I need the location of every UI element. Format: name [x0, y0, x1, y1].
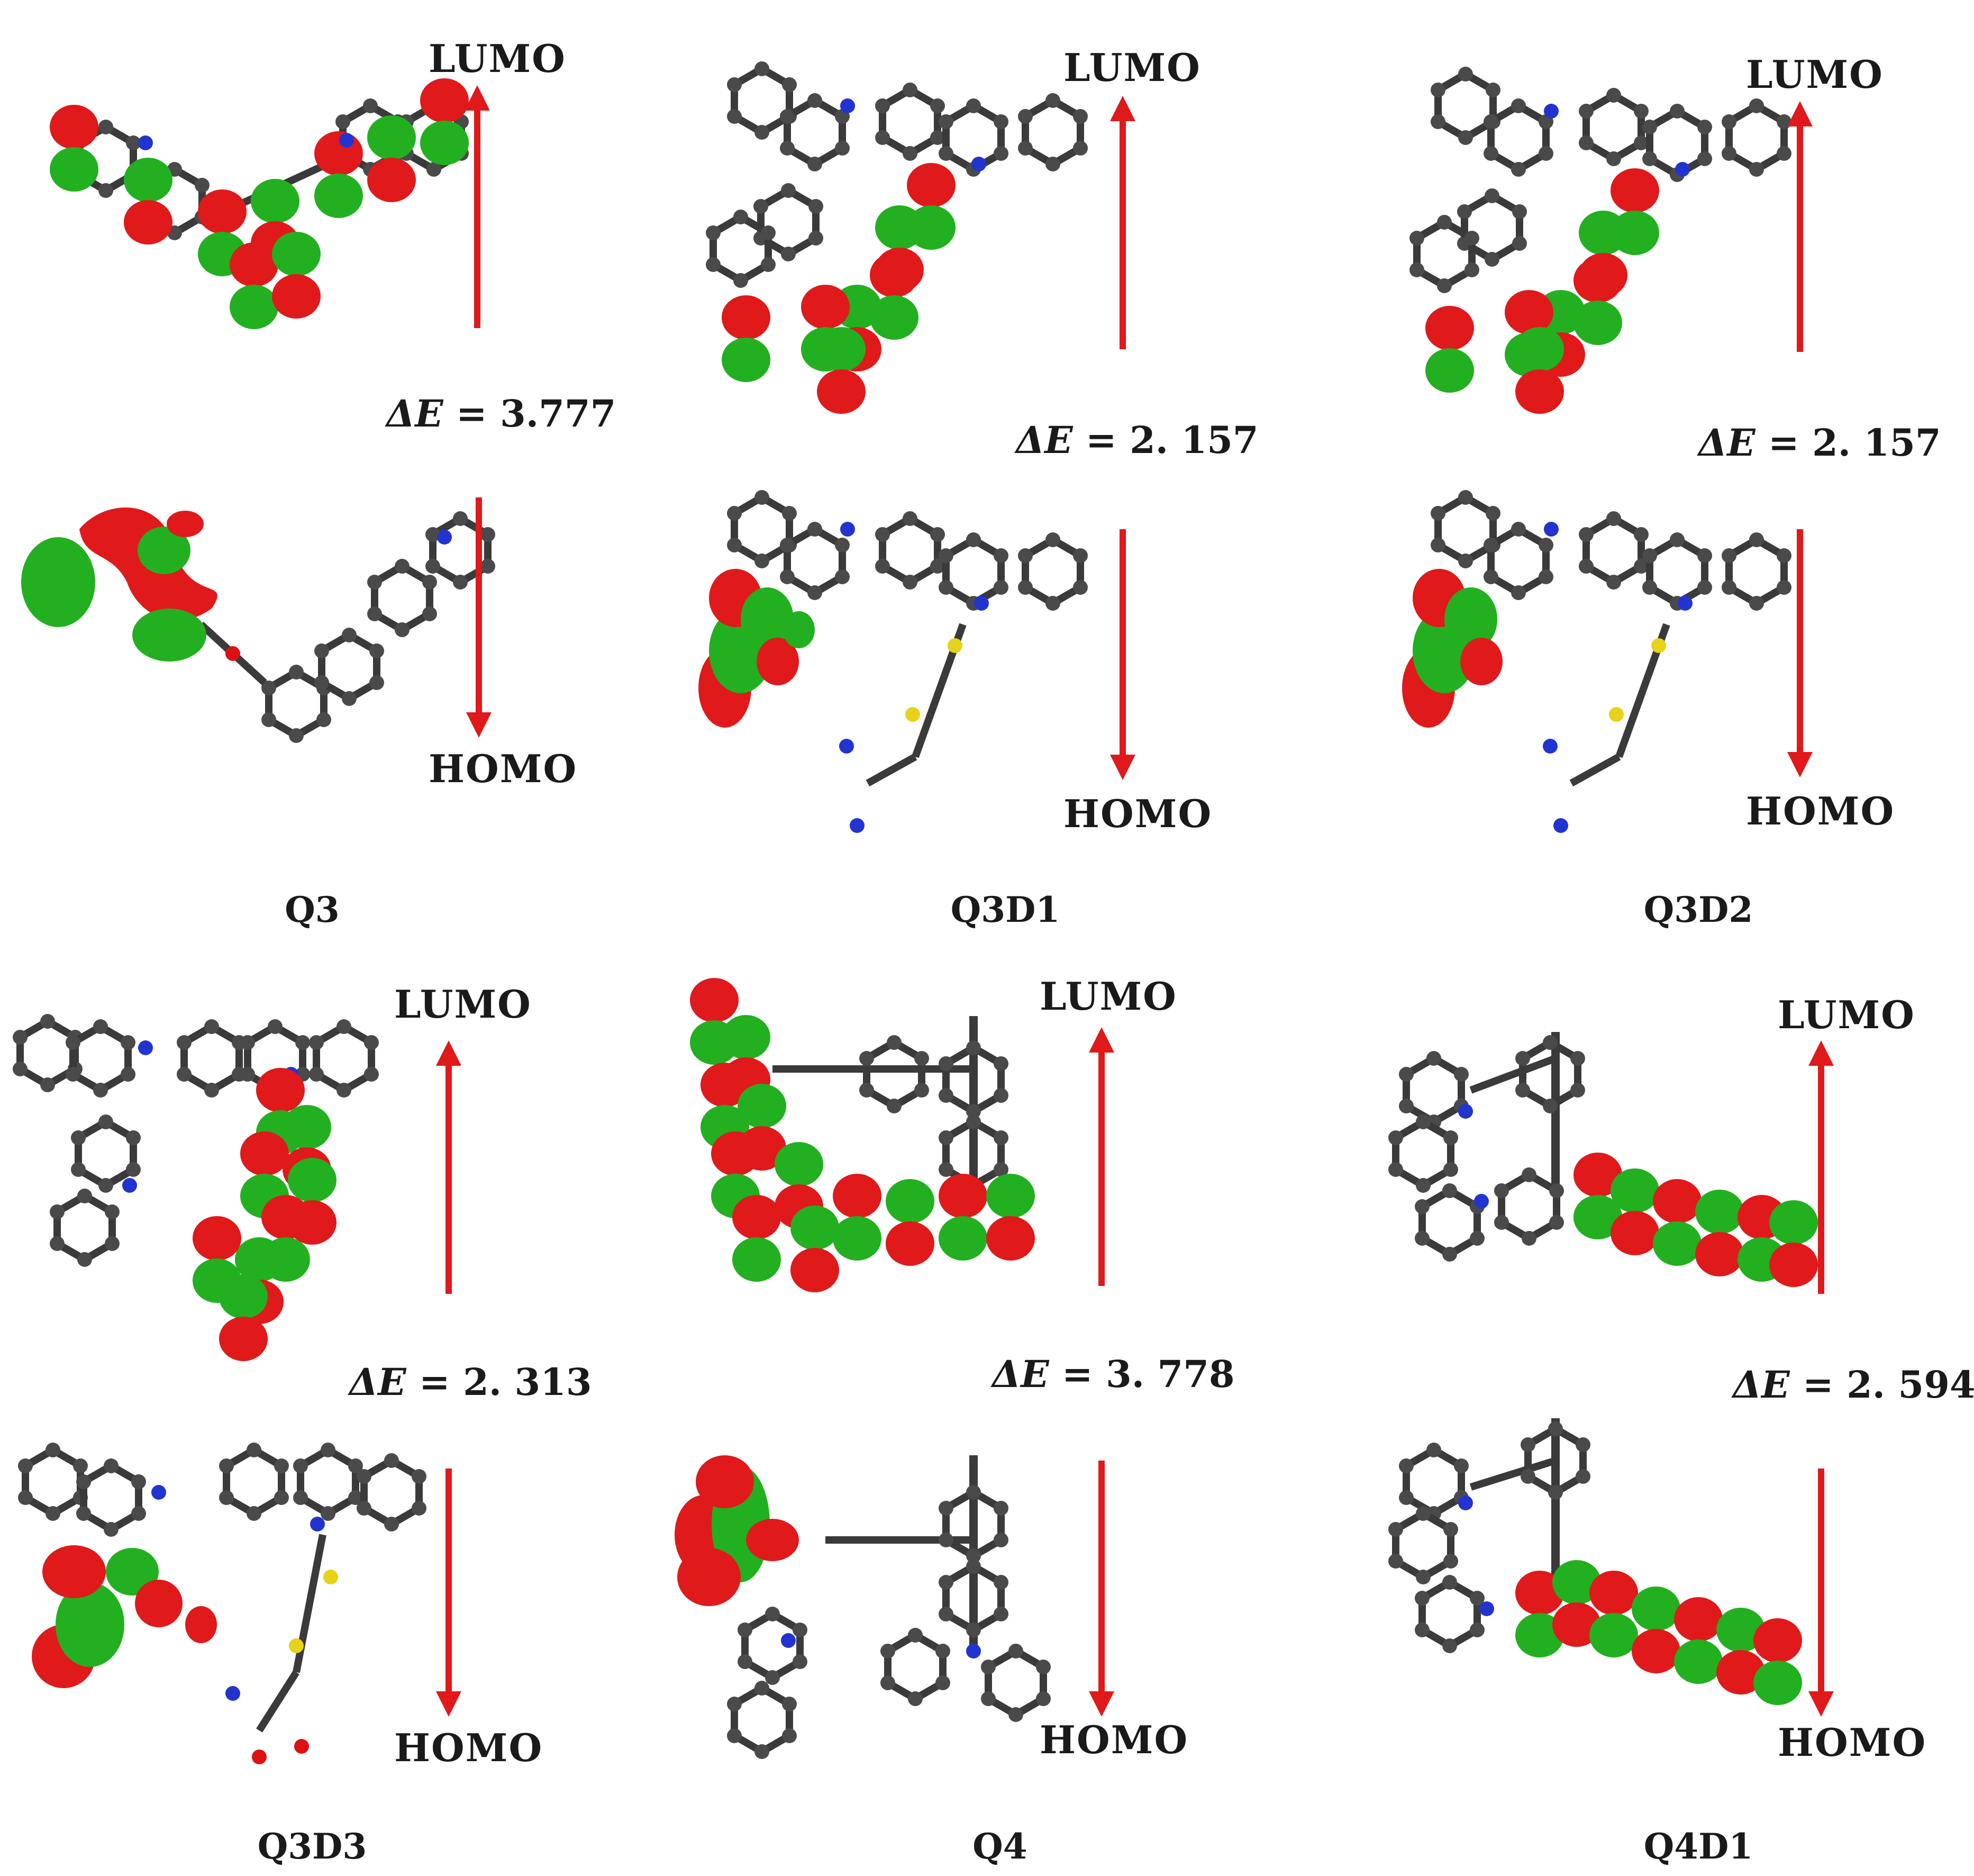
- q3-homo-label: HOMO: [429, 746, 578, 791]
- q3d1-homo-label: HOMO: [1063, 791, 1213, 836]
- q3d2-lumo-molecule: [1409, 67, 1791, 414]
- q3d2-molecule-figure: [1402, 0, 1813, 833]
- q3d3-lumo-label: LUMO: [394, 982, 532, 1027]
- q4d1-homo-label: HOMO: [1778, 1720, 1927, 1765]
- q4d1-gap-eq: =: [1803, 1363, 1834, 1407]
- q3-lumo-label: LUMO: [429, 36, 566, 81]
- q4-homo-molecule: [675, 1455, 1051, 1759]
- q3d3-gap-value: 2. 313: [463, 1360, 592, 1404]
- q3-homo-molecule: [21, 507, 495, 743]
- panel-q3d3: LUMO ΔE = 2. 313 HOMO Q3D3: [0, 953, 656, 1867]
- q3d1-gap-value: 2. 157: [1130, 418, 1259, 462]
- q3d2-homo-molecule: [1402, 490, 1791, 833]
- q4d1-lumo-label: LUMO: [1778, 992, 1915, 1037]
- q3d2-gap-value: 2. 157: [1812, 421, 1941, 465]
- q4d1-energy-gap: ΔE = 2. 594: [1733, 1363, 1974, 1407]
- q3d1-gap-symbol: ΔE: [1016, 418, 1073, 462]
- q4d1-caption: Q4D1: [1643, 1826, 1753, 1867]
- panel-q3d1: LUMO ΔE = 2. 157 HOMO Q3D1: [667, 0, 1323, 930]
- q3d3-molecule-figure: [0, 953, 461, 1764]
- q3d2-caption: Q3D2: [1643, 889, 1753, 930]
- q3d1-lumo-molecule: [706, 61, 1088, 414]
- q3-gap-eq: =: [456, 392, 487, 436]
- panel-q4: LUMO ΔE = 3. 778 HOMO Q4: [667, 953, 1323, 1867]
- panel-q4d1: LUMO ΔE = 2. 594 HOMO Q4D1: [1317, 953, 1974, 1867]
- q4d1-gap-symbol: ΔE: [1733, 1363, 1790, 1407]
- q3d2-gap-eq: =: [1768, 421, 1799, 465]
- q3-energy-gap: ΔE = 3.777: [386, 392, 616, 436]
- q3d1-homo-molecule: [698, 490, 1088, 833]
- q3d3-lumo-molecule: [13, 1014, 379, 1361]
- q3d1-energy-gap: ΔE = 2. 157: [1016, 418, 1259, 462]
- q3-gap-value: 3.777: [500, 392, 616, 436]
- q3d3-gap-symbol: ΔE: [349, 1360, 406, 1404]
- q3d1-gap-eq: =: [1086, 418, 1117, 462]
- q3-gap-symbol: ΔE: [386, 392, 443, 436]
- q4-molecule-figure: [675, 978, 1114, 1847]
- q3d2-energy-gap: ΔE = 2. 157: [1698, 421, 1941, 465]
- q3d2-gap-symbol: ΔE: [1698, 421, 1755, 465]
- q4d1-molecule-figure: [1317, 953, 1834, 1717]
- q3-molecule-figure: [21, 78, 656, 894]
- q3d3-caption: Q3D3: [257, 1826, 367, 1867]
- q3d3-homo-label: HOMO: [394, 1725, 543, 1770]
- q3d1-lumo-label: LUMO: [1063, 45, 1201, 90]
- q4d1-homo-molecule: [1388, 1418, 1802, 1705]
- q3d1-caption: Q3D1: [950, 889, 1060, 930]
- panel-q3d2: LUMO ΔE = 2. 157 HOMO Q3D2: [1317, 0, 1973, 930]
- q4-gap-symbol: ΔE: [992, 1352, 1049, 1396]
- q4-energy-gap: ΔE = 3. 778: [992, 1352, 1235, 1396]
- q3d2-homo-label: HOMO: [1746, 789, 1895, 833]
- q4d1-lumo-molecule: [1388, 1032, 1818, 1287]
- q4d1-gap-value: 2. 594: [1846, 1363, 1974, 1407]
- q4-homo-label: HOMO: [1040, 1717, 1189, 1762]
- q4-lumo-molecule: [690, 978, 1035, 1292]
- q4-lumo-label: LUMO: [1040, 974, 1177, 1019]
- q3d3-energy-gap: ΔE = 2. 313: [349, 1360, 592, 1404]
- q3d2-lumo-label: LUMO: [1746, 52, 1884, 97]
- q3d3-homo-molecule: [18, 1443, 426, 1764]
- q4-gap-value: 3. 778: [1106, 1352, 1235, 1396]
- q3d3-gap-eq: =: [419, 1360, 450, 1404]
- q4-gap-eq: =: [1062, 1352, 1093, 1396]
- q3d1-molecule-figure: [698, 0, 1135, 833]
- q3-caption: Q3: [285, 889, 340, 930]
- panel-q3: LUMO ΔE = 3.777 HOMO Q3: [0, 0, 656, 930]
- q4-caption: Q4: [972, 1826, 1027, 1867]
- q3-lumo-molecule: [50, 78, 469, 329]
